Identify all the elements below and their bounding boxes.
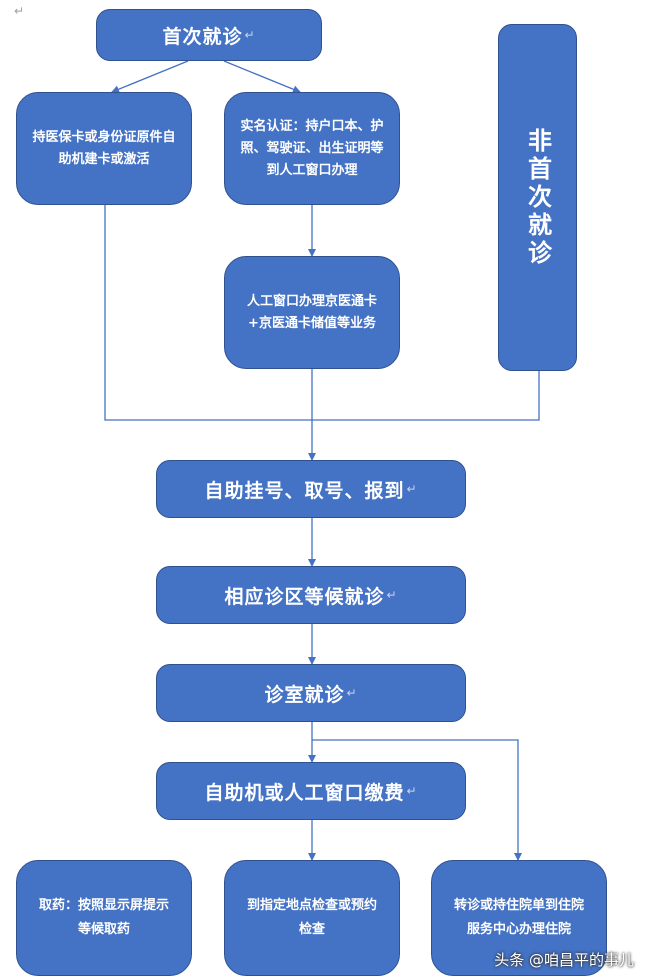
arrow-first-to-auth xyxy=(223,60,301,94)
node-examination: 到指定地点检查或预约检查 xyxy=(224,860,400,976)
arrow-room-to-hospital xyxy=(312,739,522,861)
arrow-first-to-card xyxy=(111,60,189,94)
node-payment: 自助机或人工窗口缴费↵ xyxy=(156,762,466,820)
node-consult-room: 诊室就诊↵ xyxy=(156,664,466,722)
paragraph-mark: ↵ xyxy=(14,4,25,18)
node-card-self-service: 持医保卡或身份证原件自助机建卡或激活 xyxy=(16,92,192,205)
node-hospitalization: 转诊或持住院单到住院服务中心办理住院 xyxy=(431,860,607,976)
node-first-visit: 首次就诊↵ xyxy=(96,9,322,61)
connector-merge xyxy=(104,205,540,421)
node-real-name-auth: 实名认证：持户口本、护照、驾驶证、出生证明等到人工窗口办理 xyxy=(224,92,400,205)
node-wait-area: 相应诊区等候就诊↵ xyxy=(156,566,466,624)
watermark: 头条 @咱昌平的事儿 xyxy=(494,951,634,969)
node-get-medicine: 取药：按照显示屏提示等候取药 xyxy=(16,860,192,976)
node-non-first-visit: 非首次就诊 xyxy=(498,24,577,371)
node-register: 自助挂号、取号、报到↵ xyxy=(156,460,466,518)
node-manual-window: 人工窗口办理京医通卡+京医通卡储值等业务 xyxy=(224,256,400,369)
